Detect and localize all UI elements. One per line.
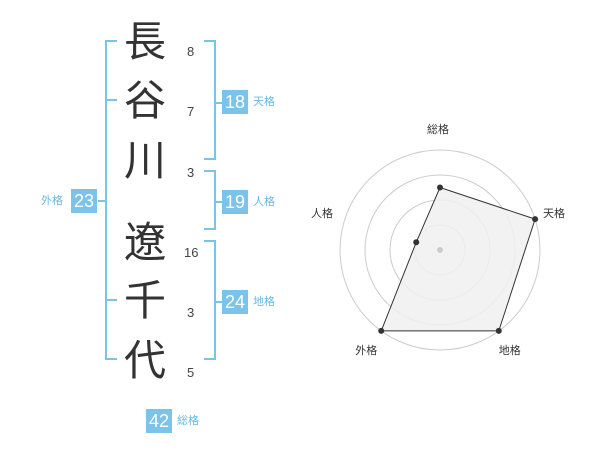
tenkaku-label: 天格 <box>253 95 275 108</box>
stroke-count-3: 3 <box>187 165 195 180</box>
radar-point-1 <box>437 184 443 191</box>
chikaku-label: 地格 <box>253 295 275 308</box>
radar-point-4 <box>378 327 385 334</box>
gaikaku-value-badge: 23 <box>71 189 97 213</box>
radar-point-2 <box>532 216 539 223</box>
radar-axis-label-5: 人格 <box>310 207 333 221</box>
chikaku-value-badge: 24 <box>222 290 248 314</box>
radar-point-3 <box>495 327 502 334</box>
stroke-count-2: 7 <box>187 104 195 119</box>
soukaku-label: 総格 <box>177 414 199 427</box>
radar-axis-label-2: 天格 <box>543 207 566 221</box>
name-char-2: 谷 <box>123 76 166 125</box>
radar-axis-label-1: 総格 <box>427 123 449 136</box>
jinkaku-label: 人格 <box>253 195 275 208</box>
radar-axis-label-4: 外格 <box>355 343 378 357</box>
name-char-1: 長 <box>123 17 166 66</box>
gaikaku-label: 外格 <box>41 194 63 207</box>
stroke-count-1: 8 <box>187 44 195 59</box>
stroke-count-4: 16 <box>184 245 199 260</box>
soukaku-value-badge: 42 <box>146 409 172 433</box>
radar-grid-ring-4 <box>339 149 541 351</box>
radar-center-dot <box>437 247 443 253</box>
radar-value-polygon <box>380 186 536 332</box>
name-char-5: 千 <box>123 276 166 325</box>
stroke-count-5: 3 <box>187 305 195 320</box>
radar-point-5 <box>413 239 420 246</box>
jinkaku-value-badge: 19 <box>222 190 248 214</box>
name-char-4: 遼 <box>123 218 166 267</box>
name-char-6: 代 <box>123 336 166 385</box>
stroke-count-6: 5 <box>187 365 195 380</box>
name-char-3: 川 <box>123 136 166 185</box>
radar-axis-label-3: 地格 <box>498 343 521 357</box>
tenkaku-value-badge: 18 <box>222 90 248 114</box>
